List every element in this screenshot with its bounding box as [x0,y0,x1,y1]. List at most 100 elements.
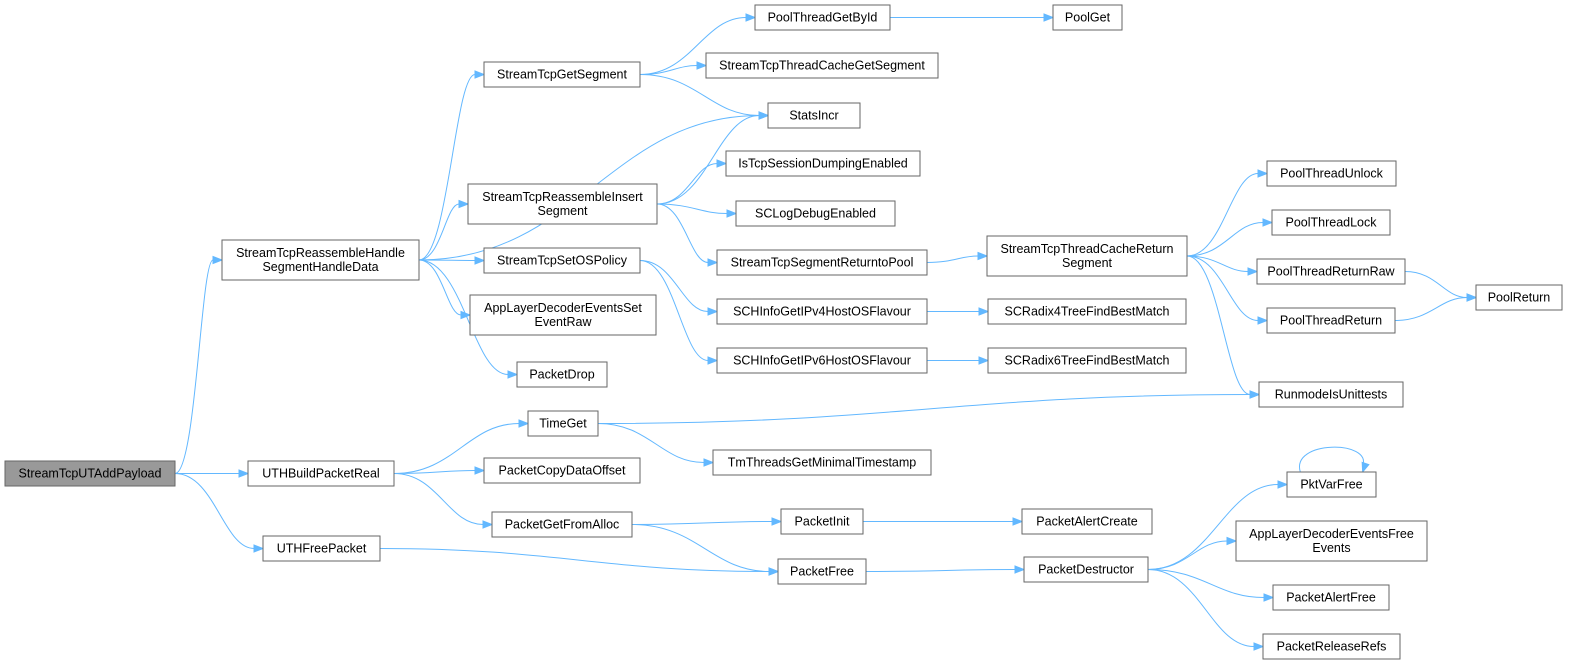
node-pfree-box [777,558,867,585]
node-handle-label: SegmentHandleData [262,260,378,274]
node-alertcreate[interactable]: PacketAlertCreate [1021,508,1153,535]
edge-getseg-to-statsincr [639,74,770,120]
node-insert-label: Segment [537,204,588,218]
node-getseg-label: StreamTcpGetSegment [497,68,627,82]
edge-insert-to-statsincr-arrowhead [758,111,770,120]
edge-insert-to-sclogdebug [656,203,738,218]
edge-handle-to-getseg [418,70,486,261]
edge-poolbyid-to-poolget-arrowhead [1043,13,1055,22]
node-uthfree[interactable]: UTHFreePacket [262,535,381,562]
edge-handle-to-insert-line [418,203,460,261]
node-ipv4flav-label: SCHInfoGetIPv4HostOSFlavour [733,305,911,319]
node-pktvarfree-box [1286,471,1377,498]
node-handle[interactable]: StreamTcpReassembleHandleSegmentHandleDa… [221,239,420,281]
node-alertcreate-label: PacketAlertCreate [1036,515,1137,529]
node-cacheret-box [986,235,1188,277]
node-getseg-box [483,61,641,88]
edge-root-to-handle-line [174,259,214,474]
edge-cacheret-to-retraw-arrowhead [1247,267,1259,276]
edge-uthfree-to-pfree-arrowhead [768,567,780,576]
edge-getseg-to-cacheget-arrowhead [696,61,708,70]
edge-handle-to-getseg-arrowhead [474,70,486,79]
node-pthreadret[interactable]: PoolThreadReturn [1266,307,1396,334]
node-poolreturn[interactable]: PoolReturn [1475,284,1563,311]
node-runmode[interactable]: RunmodeIsUnittests [1258,381,1404,408]
node-radix4-box [987,298,1187,325]
edge-ipv6flav-to-radix6 [927,356,990,365]
node-alertfree[interactable]: PacketAlertFree [1272,584,1390,611]
edge-cacheret-to-lock-arrowhead [1262,218,1274,227]
edge-pthreadret-to-poolreturn [1394,293,1478,321]
node-getseg[interactable]: StreamTcpGetSegment [483,61,641,88]
edge-uthbuild-to-copydata-arrowhead [474,466,486,475]
node-istcpdump[interactable]: IsTcpSessionDumpingEnabled [725,150,921,177]
node-istcpdump-box [725,150,921,177]
node-cacheret-label: Segment [1062,256,1113,270]
node-sclogdebug[interactable]: SCLogDebugEnabled [735,200,896,227]
edge-pinit-to-alertcreate [863,517,1024,526]
node-statsincr[interactable]: StatsIncr [767,102,861,129]
node-setos[interactable]: StreamTcpSetOSPolicy [483,247,641,274]
edge-pfree-to-pdestructor-arrowhead [1014,565,1026,574]
node-pdestructor[interactable]: PacketDestructor [1023,556,1149,583]
node-segreturn[interactable]: StreamTcpSegmentReturntoPool [716,249,928,276]
node-poolget-box [1052,4,1123,31]
node-root-label: StreamTcpUTAddPayload [19,467,162,481]
node-poolbyid[interactable]: PoolThreadGetById [754,4,891,31]
node-releaserefs[interactable]: PacketReleaseRefs [1262,633,1401,660]
edge-getalloc-to-pinit-arrowhead [771,517,783,526]
node-pinit[interactable]: PacketInit [780,508,864,535]
edge-root-to-uthfree [174,473,265,553]
edge-timeget-to-tmthreads-arrowhead [703,458,715,467]
node-tmthreads[interactable]: TmThreadsGetMinimalTimestamp [712,449,932,476]
node-pfree[interactable]: PacketFree [777,558,867,585]
node-poolget[interactable]: PoolGet [1052,4,1123,31]
node-uthbuild[interactable]: UTHBuildPacketReal [247,460,395,487]
node-pthreadret-box [1266,307,1396,334]
function-nodes: StreamTcpUTAddPayload StreamTcpReassemble… [4,4,1563,660]
edge-ipv4flav-to-radix4-arrowhead [978,307,990,316]
node-retraw[interactable]: PoolThreadReturnRaw [1256,258,1406,285]
node-getalloc[interactable]: PacketGetFromAlloc [491,511,633,538]
node-cacheget[interactable]: StreamTcpThreadCacheGetSegment [705,52,939,79]
node-pdrop[interactable]: PacketDrop [516,361,608,388]
node-root[interactable]: StreamTcpUTAddPayload [4,460,176,487]
node-applayerset-label: AppLayerDecoderEventsSet [484,301,642,315]
node-cacheget-box [705,52,939,79]
edge-uthbuild-to-copydata [393,466,486,475]
edge-insert-to-statsincr [656,111,770,205]
edge-root-to-uthfree-arrowhead [253,544,265,553]
node-radix6[interactable]: SCRadix6TreeFindBestMatch [987,347,1187,374]
node-timeget[interactable]: TimeGet [527,410,599,437]
node-pfree-label: PacketFree [790,565,854,579]
node-sclogdebug-box [735,200,896,227]
node-ipv4flav[interactable]: SCHInfoGetIPv4HostOSFlavour [716,298,928,325]
node-pinit-box [780,508,864,535]
edge-uthbuild-to-getalloc-arrowhead [482,520,494,529]
node-poolbyid-box [754,4,891,31]
node-segreturn-label: StreamTcpSegmentReturntoPool [731,256,914,270]
edge-handle-to-applayerset [418,259,472,320]
edge-uthbuild-to-timeget-arrowhead [518,419,530,428]
node-unlock[interactable]: PoolThreadUnlock [1266,160,1397,187]
node-handle-label: StreamTcpReassembleHandle [236,246,405,260]
node-ipv6flav[interactable]: SCHInfoGetIPv6HostOSFlavour [716,347,928,374]
node-insert-label: StreamTcpReassembleInsert [482,190,643,204]
node-ipv6flav-label: SCHInfoGetIPv6HostOSFlavour [733,354,911,368]
edge-pktvarfree-to-pktvarfree-line [1299,446,1364,473]
node-radix4-label: SCRadix4TreeFindBestMatch [1005,305,1170,319]
node-copydata[interactable]: PacketCopyDataOffset [483,457,641,484]
edge-retraw-to-poolreturn-line [1404,271,1468,298]
edge-pthreadret-to-poolreturn-arrowhead [1466,293,1478,302]
node-timeget-box [527,410,599,437]
node-radix4[interactable]: SCRadix4TreeFindBestMatch [987,298,1187,325]
node-lock[interactable]: PoolThreadLock [1271,209,1391,236]
node-pktvarfree[interactable]: PktVarFree [1286,471,1377,498]
node-alertfree-box [1272,584,1390,611]
edge-insert-to-segreturn [656,203,719,267]
